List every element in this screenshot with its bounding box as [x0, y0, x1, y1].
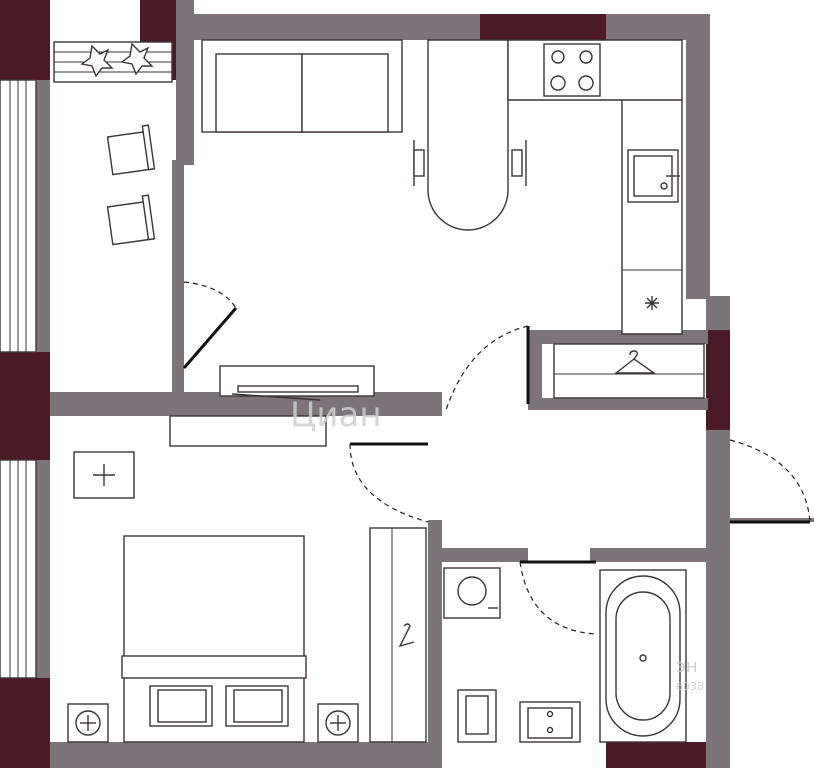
watermark-corner-text: эн	[676, 656, 698, 677]
hob-burner	[578, 75, 594, 91]
plant-icon	[80, 44, 114, 78]
balcony-chairs	[106, 124, 156, 246]
asterisk-icon	[645, 296, 659, 310]
bedroom-wardrobe	[369, 527, 427, 743]
double-bed	[67, 535, 359, 743]
balcony-planter	[53, 41, 173, 83]
tv-stand	[219, 365, 375, 401]
watermark: Циан эн 6038	[290, 395, 704, 693]
hob-burner	[579, 50, 593, 64]
bathroom-fixtures	[443, 567, 687, 743]
living-door	[445, 325, 530, 411]
sofa	[201, 39, 403, 133]
left-windows	[0, 79, 37, 679]
bedroom-furniture	[73, 415, 327, 499]
watermark-brand: Циан	[290, 395, 382, 435]
kitchen-counter	[507, 39, 683, 335]
entrance-door	[729, 439, 811, 524]
balcony-door	[182, 281, 238, 369]
hanger-icon	[613, 350, 657, 374]
bedroom-door	[349, 442, 429, 523]
hall-wardrobe	[553, 343, 705, 399]
hanger-icon	[398, 623, 415, 648]
bathroom-door	[519, 560, 597, 635]
hob-burner	[551, 50, 565, 64]
plant-icon	[120, 42, 154, 76]
hob-burner	[550, 75, 566, 91]
dining-table	[413, 39, 527, 231]
watermark-corner-number: 6038	[676, 680, 704, 693]
